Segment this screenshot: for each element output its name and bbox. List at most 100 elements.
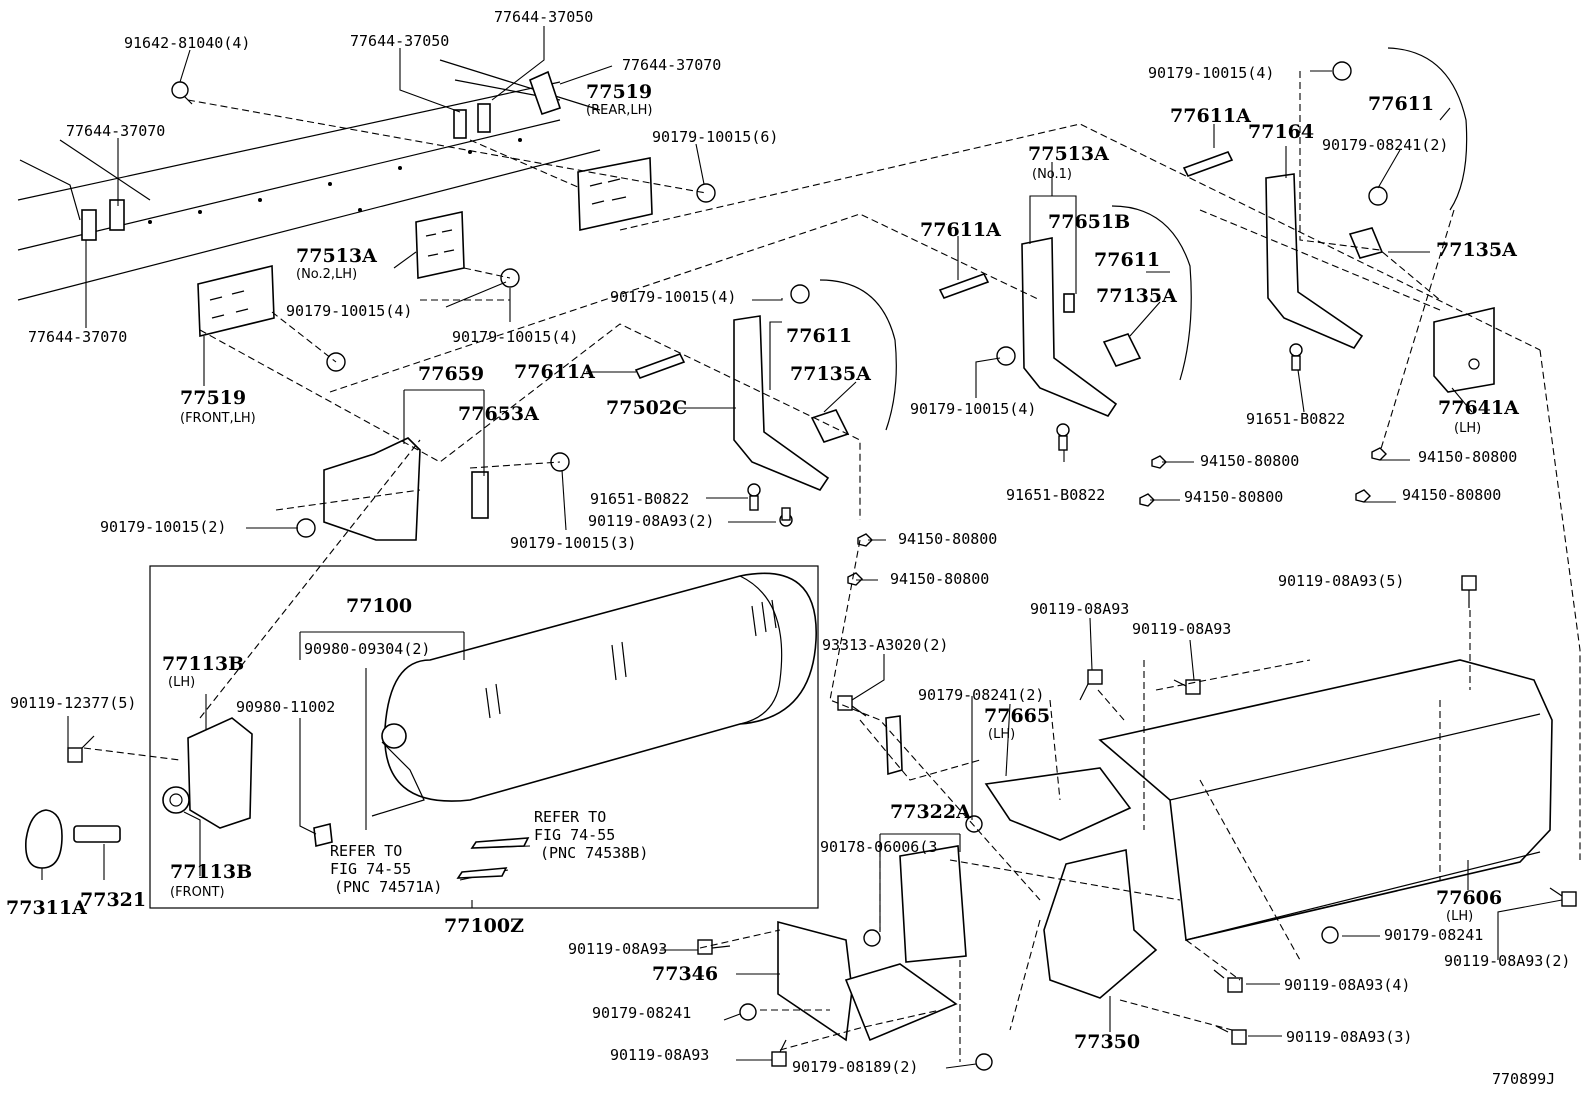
label-p41: 91651-B0822 <box>1246 410 1345 428</box>
label-p51: 90119-12377(5) <box>10 694 136 712</box>
label-p47: 90980-09304(2) <box>304 640 430 658</box>
protector-77665 <box>984 767 1132 841</box>
label-p52: 77311A <box>6 897 87 919</box>
label-p28: 77651B <box>1048 211 1130 233</box>
label-p34: 94150-80800 <box>1184 488 1283 506</box>
cable-77611-1 <box>819 279 897 431</box>
label-p8-note: (No.2,LH) <box>296 267 357 282</box>
label-p53: 77321 <box>80 889 146 911</box>
frame-rail <box>17 59 601 301</box>
label-p50-note: (FRONT) <box>170 885 225 900</box>
label-p71: 90119-08A93(3) <box>1286 1028 1412 1046</box>
label-p62: 77346 <box>652 963 718 985</box>
label-p39: 90179-08241(2) <box>1322 136 1448 154</box>
assembly-lines <box>83 71 1581 1062</box>
label-p42-note: (LH) <box>1454 421 1481 436</box>
bracket-77641a <box>1433 306 1495 393</box>
label-p69: 90119-08A93(2) <box>1444 952 1570 970</box>
label-p31: 90179-10015(4) <box>910 400 1036 418</box>
stud-77611a-1 <box>634 353 686 379</box>
pad-77135a-2 <box>1102 333 1142 367</box>
label-p67: 77606 <box>1436 887 1502 909</box>
bracket-77346 <box>777 920 853 1042</box>
label-p30: 77135A <box>1096 285 1177 307</box>
label-p2: 77644-37050 <box>350 32 449 50</box>
tank-bracket-front <box>162 786 190 814</box>
pad-77653a <box>471 471 489 519</box>
label-p63: 90179-08241 <box>592 1004 691 1022</box>
label-p58: 77665 <box>984 705 1050 727</box>
leader-lines <box>41 26 1563 1069</box>
bracket-77513a-no2 <box>415 211 465 279</box>
label-p45: 90119-08A93(5) <box>1278 572 1404 590</box>
hardware <box>67 61 1577 1071</box>
part-labels: 91642-81040(4) 77644-37050 77644-37050 7… <box>6 8 1570 1076</box>
label-p32: 91651-B0822 <box>1006 486 1105 504</box>
protector-77606 <box>1098 659 1553 941</box>
label-p1: 91642-81040(4) <box>124 34 250 52</box>
label-p20: 77135A <box>790 363 871 385</box>
sensor-93313 <box>885 715 903 776</box>
label-p50: 77113B <box>170 861 252 883</box>
label-p70: 90119-08A93(4) <box>1284 976 1410 994</box>
label-p59: 77322A <box>890 801 971 823</box>
label-p58-note: (LH) <box>988 727 1015 742</box>
label-p18: 77611 <box>786 325 852 347</box>
pad-77135a-1 <box>810 409 850 443</box>
label-p38: 77611 <box>1368 93 1434 115</box>
stud-77611a-2 <box>938 273 990 299</box>
label-p67-note: (LH) <box>1446 909 1473 924</box>
label-p49-note: (LH) <box>168 675 195 690</box>
tank-assembly-box <box>149 565 819 909</box>
bracket-77519-front <box>197 264 275 338</box>
label-p9: 90179-10015(4) <box>286 302 412 320</box>
label-p24: 94150-80800 <box>898 530 997 548</box>
label-p56: 90119-08A93 <box>1132 620 1231 638</box>
label-p12: 77519 <box>180 387 246 409</box>
label-p10: 90179-10015(4) <box>452 328 578 346</box>
label-p3: 77644-37050 <box>494 8 593 26</box>
cable-77611-3 <box>1387 47 1468 211</box>
bracket-77659 <box>323 437 421 541</box>
strap-77513a-no1 <box>1021 237 1118 417</box>
ref-74538b: REFER TO FIG 74-55 (PNC 74538B) <box>534 808 648 862</box>
label-p48: 90980-11002 <box>236 698 335 716</box>
label-p4: 77644-37070 <box>622 56 721 74</box>
plug-77321 <box>73 825 121 843</box>
label-p54: 93313-A3020(2) <box>822 636 948 654</box>
label-p14: 77653A <box>458 403 539 425</box>
label-p68: 90179-08241 <box>1384 926 1483 944</box>
label-p49: 77113B <box>162 653 244 675</box>
label-p13: 77659 <box>418 363 484 385</box>
label-p27-note: (No.1) <box>1032 167 1072 182</box>
label-p33: 94150-80800 <box>1200 452 1299 470</box>
label-p11: 77644-37070 <box>28 328 127 346</box>
label-p44: 94150-80800 <box>1402 486 1501 504</box>
label-p64: 90119-08A93 <box>610 1046 709 1064</box>
label-p43: 94150-80800 <box>1418 448 1517 466</box>
label-p46: 77100 <box>346 595 412 617</box>
label-p61: 90119-08A93 <box>568 940 667 958</box>
label-p6: 90179-10015(6) <box>652 128 778 146</box>
label-p15: 90179-10015(2) <box>100 518 226 536</box>
label-p27: 77513A <box>1028 143 1109 165</box>
label-p35: 90179-10015(4) <box>1148 64 1274 82</box>
reference-notes: REFER TO FIG 74-55 (PNC 74538B) REFER TO… <box>330 808 648 896</box>
cable-77611-2 <box>1111 205 1192 381</box>
pad-77135a-3 <box>1348 227 1384 259</box>
stud-77611a-3 <box>1182 151 1234 177</box>
label-p37: 77164 <box>1248 121 1314 143</box>
label-p12-note: (FRONT,LH) <box>180 411 256 426</box>
corner-code: 770899J <box>1492 1070 1555 1088</box>
label-p26: 77611A <box>920 219 1001 241</box>
tank-bracket-lh <box>187 717 253 829</box>
cap-77311a <box>25 809 63 869</box>
label-p42: 77641A <box>1438 397 1519 419</box>
ref-74571a: REFER TO FIG 74-55 (PNC 74571A) <box>330 842 442 896</box>
label-p57: 90179-08241(2) <box>918 686 1044 704</box>
assembly-label: 77100Z <box>444 915 524 937</box>
label-p8: 77513A <box>296 245 377 267</box>
label-p60: 90178-06006(3 <box>820 838 937 856</box>
label-p36: 77611A <box>1170 105 1251 127</box>
